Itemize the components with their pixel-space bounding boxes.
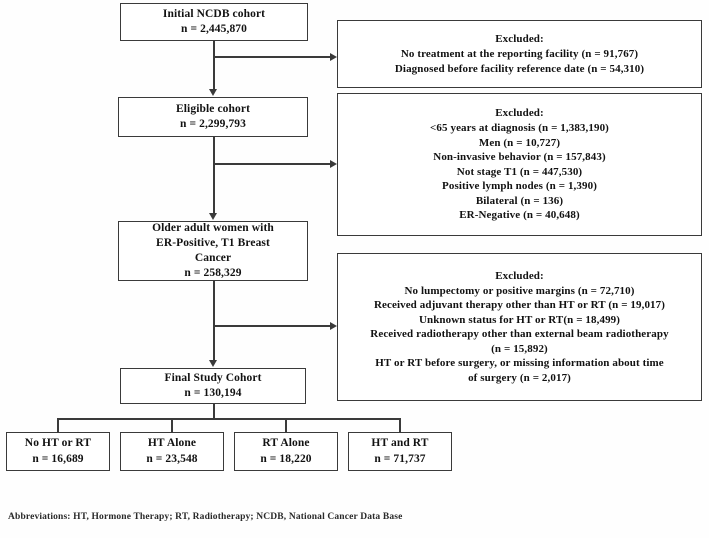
connector-branch-to-exclusion-1 [213, 56, 330, 58]
flow-box-eligible-cohort-line-1: n = 2,299,793 [180, 118, 246, 130]
arrow-initial-to-eligible [209, 89, 217, 96]
exclusion-box-1-line-0: No treatment at the reporting facility (… [400, 47, 639, 60]
connector-final-to-distributor [213, 404, 215, 419]
flow-box-older-adult-women-line-1: ER-Positive, T1 Breast [156, 236, 270, 249]
outcome-box-rt-alone-line-1: n = 18,220 [260, 452, 312, 465]
arrow-to-exclusion-2 [330, 159, 337, 168]
outcome-box-rt-alone-line-0: RT Alone [262, 437, 310, 450]
exclusion-box-2-line-2: Non-invasive behavior (n = 157,843) [433, 151, 606, 164]
exclusion-box-2-line-0: <65 years at diagnosis (n = 1,383,190) [430, 122, 609, 135]
connector-distributor-to-ht-alone [171, 418, 173, 432]
abbreviations-footnote: Abbreviations: HT, Hormone Therapy; RT, … [8, 512, 403, 522]
exclusion-box-2: Excluded: <65 years at diagnosis (n = 1,… [337, 93, 702, 236]
exclusion-box-3-line-2: Unknown status for HT or RT(n = 18,499) [418, 313, 621, 326]
exclusion-box-1-header: Excluded: [495, 32, 544, 45]
arrow-to-exclusion-3 [330, 321, 337, 330]
connector-distributor-to-ht-and-rt [399, 418, 401, 432]
outcome-box-ht-and-rt-line-0: HT and RT [371, 437, 429, 450]
exclusion-box-1-line-1: Diagnosed before facility reference date… [394, 62, 645, 75]
distributor-bar [57, 418, 400, 420]
flow-box-older-adult-women: Older adult women with ER-Positive, T1 B… [118, 221, 308, 281]
flow-box-eligible-cohort: Eligible cohort n = 2,299,793 [118, 97, 308, 137]
exclusion-box-2-line-4: Positive lymph nodes (n = 1,390) [442, 180, 597, 193]
flow-box-older-adult-women-line-0: Older adult women with [152, 221, 274, 234]
exclusion-box-3-line-6: of surgery (n = 2,017) [468, 371, 571, 384]
arrow-to-exclusion-1 [330, 52, 337, 61]
flow-box-final-study-cohort-line-1: n = 130,194 [184, 387, 242, 399]
flow-box-older-adult-women-line-2: Cancer [194, 252, 232, 264]
connector-distributor-to-no-ht-or-rt [57, 418, 59, 432]
arrow-older-adult-to-final [209, 360, 217, 367]
flow-box-initial-cohort-line-1: n = 2,445,870 [181, 23, 247, 35]
flow-box-older-adult-women-line-3: n = 258,329 [184, 267, 242, 280]
outcome-box-no-ht-or-rt-line-1: n = 16,689 [32, 452, 84, 465]
exclusion-box-3-line-4: (n = 15,892) [491, 342, 548, 355]
connector-eligible-to-older-adult [213, 137, 215, 214]
flow-box-eligible-cohort-line-0: Eligible cohort [175, 102, 250, 115]
exclusion-box-2-line-6: ER-Negative (n = 40,648) [459, 209, 580, 222]
connector-branch-to-exclusion-3 [213, 325, 330, 327]
outcome-box-ht-alone-line-1: n = 23,548 [146, 452, 198, 465]
exclusion-box-2-line-3: Not stage T1 (n = 447,530) [456, 165, 583, 178]
flow-box-final-study-cohort: Final Study Cohort n = 130,194 [120, 368, 306, 404]
arrow-eligible-to-older-adult [209, 213, 217, 220]
exclusion-box-2-header: Excluded: [495, 107, 544, 120]
connector-branch-to-exclusion-2 [213, 163, 330, 165]
outcome-box-rt-alone: RT Alone n = 18,220 [234, 432, 338, 471]
outcome-box-ht-alone-line-0: HT Alone [147, 437, 197, 450]
flow-box-final-study-cohort-line-0: Final Study Cohort [164, 371, 262, 384]
exclusion-box-3-line-0: No lumpectomy or positive margins (n = 7… [404, 284, 635, 297]
outcome-box-ht-alone: HT Alone n = 23,548 [120, 432, 224, 471]
exclusion-box-3: Excluded: No lumpectomy or positive marg… [337, 253, 702, 401]
connector-older-adult-to-final [213, 281, 215, 361]
outcome-box-no-ht-or-rt: No HT or RT n = 16,689 [6, 432, 110, 471]
exclusion-box-2-line-5: Bilateral (n = 136) [475, 194, 564, 207]
outcome-box-ht-and-rt: HT and RT n = 71,737 [348, 432, 452, 471]
exclusion-box-3-line-3: Received radiotherapy other than externa… [370, 328, 669, 341]
flow-box-initial-cohort-line-0: Initial NCDB cohort [162, 7, 266, 20]
exclusion-box-3-line-5: HT or RT before surgery, or missing info… [375, 357, 664, 370]
connector-distributor-to-rt-alone [285, 418, 287, 432]
outcome-box-no-ht-or-rt-line-0: No HT or RT [24, 437, 92, 450]
exclusion-box-3-line-1: Received adjuvant therapy other than HT … [373, 299, 666, 312]
outcome-box-ht-and-rt-line-1: n = 71,737 [374, 452, 426, 465]
flow-box-initial-cohort: Initial NCDB cohort n = 2,445,870 [120, 3, 308, 41]
exclusion-box-1: Excluded: No treatment at the reporting … [337, 20, 702, 88]
connector-initial-to-eligible [213, 41, 215, 90]
exclusion-box-3-header: Excluded: [495, 269, 544, 282]
exclusion-box-2-line-1: Men (n = 10,727) [478, 136, 561, 149]
